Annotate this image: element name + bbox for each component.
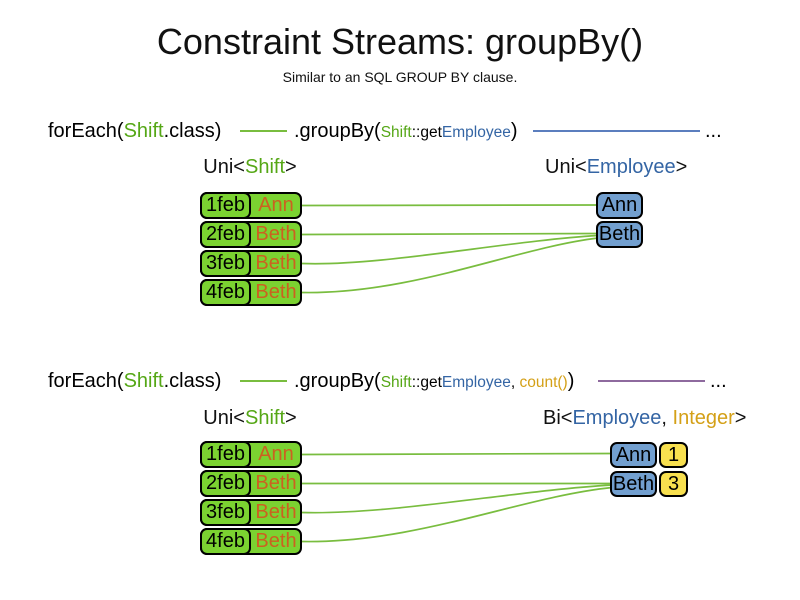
code-text: ... xyxy=(705,120,722,142)
code-key-accessor: ::get xyxy=(411,374,442,391)
code-shift-class: Shift xyxy=(123,370,164,392)
label-text: > xyxy=(734,407,747,429)
shift-date-cell: 3feb xyxy=(200,250,251,277)
code-line-2: forEach(Shift.class) .groupBy(Shift::get… xyxy=(0,368,800,394)
code-key-type: Employee xyxy=(441,374,511,391)
label-text: Bi< xyxy=(543,407,573,429)
connector-s2-row4-beth xyxy=(301,486,613,543)
group-box-beth-2: Beth xyxy=(610,471,657,497)
shift-employee-label: Beth xyxy=(255,530,297,552)
code-key-accessor: ::get xyxy=(411,124,442,141)
shift-date-cell: 4feb xyxy=(200,279,251,306)
shift-employee-label: Beth xyxy=(255,252,297,274)
shift-date-cell: 3feb xyxy=(200,499,251,526)
label-text: Uni< xyxy=(545,156,587,178)
groupby-call-1: .groupBy(Shift::getEmployee) xyxy=(294,118,518,146)
shift-employee-label: Beth xyxy=(255,223,297,245)
shift-employee-label: Beth xyxy=(255,501,297,523)
shift-row-1feb-1: 1feb Ann xyxy=(200,192,302,219)
shift-employee-label: Beth xyxy=(255,472,297,494)
code-key-type: Employee xyxy=(441,124,511,141)
flow-line-result-1 xyxy=(533,130,700,132)
code-key-class: Shift xyxy=(380,374,412,391)
code-line-1: forEach(Shift.class) .groupBy(Shift::get… xyxy=(0,118,800,144)
flow-line-foreach-2 xyxy=(240,380,287,382)
foreach-call-2: forEach(Shift.class) xyxy=(48,368,221,394)
code-text: .class) xyxy=(163,370,222,392)
code-text: ) xyxy=(567,370,575,392)
shift-employee-label: Beth xyxy=(255,281,297,303)
shift-row-2feb-2: 2feb Beth xyxy=(200,470,302,497)
group-box-beth-1: Beth xyxy=(596,221,643,248)
code-text: .groupBy( xyxy=(294,370,381,392)
bi-employee-integer-label: Bi<Employee, Integer> xyxy=(543,407,746,430)
group-box-ann-1: Ann xyxy=(596,192,643,219)
count-box-ann: 1 xyxy=(659,442,688,468)
flow-line-foreach-1 xyxy=(240,130,287,132)
shift-row-1feb-2: 1feb Ann xyxy=(200,441,302,468)
shift-row-3feb-2: 3feb Beth xyxy=(200,499,302,526)
code-shift-class: Shift xyxy=(123,120,164,142)
shift-row-2feb-1: 2feb Beth xyxy=(200,221,302,248)
label-employee-type: Employee xyxy=(572,407,662,429)
code-text: ) xyxy=(510,120,518,142)
code-collector: count() xyxy=(519,374,568,391)
connector-s1-row3-beth xyxy=(301,234,599,265)
slide-subtitle: Similar to an SQL GROUP BY clause. xyxy=(282,69,518,85)
label-text: Uni< xyxy=(203,156,245,178)
uni-employee-label-1: Uni<Employee> xyxy=(545,156,687,179)
label-text: , xyxy=(661,407,673,429)
shift-row-4feb-2: 4feb Beth xyxy=(200,528,302,555)
label-text: > xyxy=(285,156,297,178)
groupby-call-2: .groupBy(Shift::getEmployee, count()) xyxy=(294,368,574,396)
ellipsis-2: ... xyxy=(710,368,727,394)
code-text: ... xyxy=(710,370,727,392)
label-shift-type: Shift xyxy=(244,156,286,178)
connector-s2-row1-ann xyxy=(301,452,613,456)
label-text: > xyxy=(675,156,688,178)
shift-employee-label: Ann xyxy=(258,443,294,465)
foreach-call-1: forEach(Shift.class) xyxy=(48,118,221,144)
code-text: forEach( xyxy=(48,120,124,142)
connector-s1-row1-ann xyxy=(301,204,599,207)
uni-shift-label-1: Uni<Shift> xyxy=(200,156,300,179)
label-employee-type: Employee xyxy=(586,156,676,178)
shift-row-4feb-1: 4feb Beth xyxy=(200,279,302,306)
connector-s2-row3-beth xyxy=(301,484,613,514)
shift-date-cell: 2feb xyxy=(200,470,251,497)
code-text: .class) xyxy=(163,120,222,142)
flow-line-result-2 xyxy=(598,380,705,382)
count-box-beth: 3 xyxy=(659,471,688,497)
group-box-ann-2: Ann xyxy=(610,442,657,468)
connector-s1-row4-beth xyxy=(301,237,599,294)
code-comma: , xyxy=(510,374,520,391)
label-text: > xyxy=(285,407,297,429)
label-integer-type: Integer xyxy=(672,407,735,429)
shift-date-cell: 2feb xyxy=(200,221,251,248)
label-shift-type: Shift xyxy=(244,407,286,429)
code-key-class: Shift xyxy=(380,124,412,141)
slide-title: Constraint Streams: groupBy() xyxy=(156,21,644,62)
shift-date-cell: 1feb xyxy=(200,192,251,219)
ellipsis-1: ... xyxy=(705,118,722,144)
shift-row-3feb-1: 3feb Beth xyxy=(200,250,302,277)
code-text: forEach( xyxy=(48,370,124,392)
code-text: .groupBy( xyxy=(294,120,381,142)
label-text: Uni< xyxy=(203,407,245,429)
shift-date-cell: 4feb xyxy=(200,528,251,555)
shift-employee-label: Ann xyxy=(258,194,294,216)
shift-date-cell: 1feb xyxy=(200,441,251,468)
uni-shift-label-2: Uni<Shift> xyxy=(200,407,300,430)
connector-s1-row2-beth xyxy=(301,232,599,236)
